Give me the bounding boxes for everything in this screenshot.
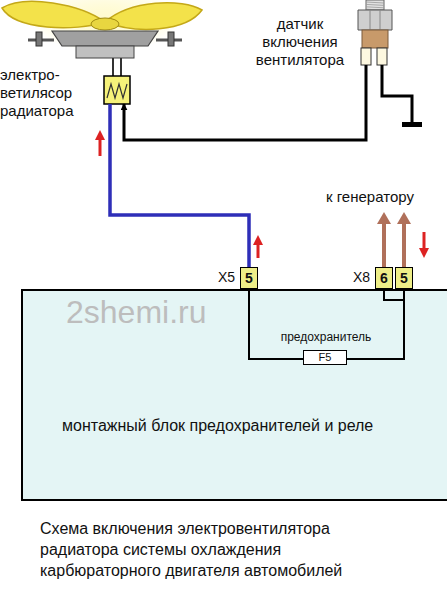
- current-arrows: [95, 130, 429, 267]
- fuse-box: предохранительF5: [303, 350, 347, 365]
- wire: [124, 65, 366, 140]
- block-label: монтажный блок предохранителей и реле: [62, 416, 442, 435]
- sensor-drawing: [358, 0, 422, 127]
- pin-box: X55: [240, 267, 258, 289]
- wire: [384, 289, 404, 300]
- pin-number: 5: [396, 268, 412, 288]
- pin-number: 5: [241, 268, 257, 288]
- fuse-name: F5: [304, 351, 346, 364]
- watermark: 2shemi.ru: [66, 294, 207, 331]
- connector-name: X8: [353, 269, 370, 286]
- sensor-label: датчик включения вентилятора: [250, 15, 350, 69]
- caption: Схема включения электровентилятора радиа…: [40, 518, 385, 581]
- pin-number: 6: [376, 268, 392, 288]
- block-ground: [22, 290, 447, 500]
- connector-name: X5: [218, 269, 235, 286]
- fan-connector: электро- ветилясор радиатора: [104, 76, 130, 104]
- pin-box: 5: [395, 267, 413, 289]
- wire: [347, 289, 404, 359]
- fan-label: электро- ветилясор радиатора: [0, 66, 92, 120]
- wire: [249, 289, 303, 359]
- pin-box: X86: [375, 267, 393, 289]
- wire: [110, 104, 249, 267]
- sensor-connector: датчик включения вентилятора: [358, 48, 388, 65]
- generator-label: к генератору: [326, 188, 414, 205]
- fuse-label: предохранитель: [274, 330, 378, 344]
